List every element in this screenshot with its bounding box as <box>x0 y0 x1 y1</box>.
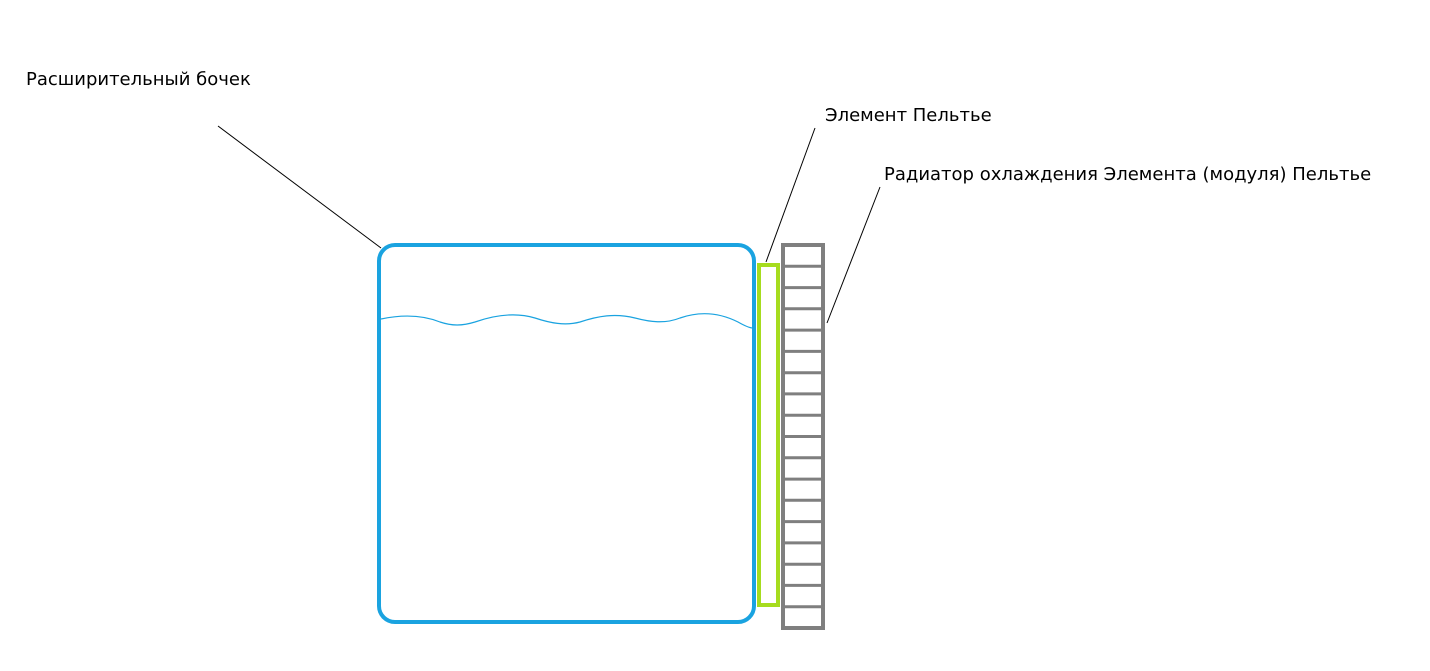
peltier-element-label: Элемент Пельтье <box>825 105 992 126</box>
water-surface-line <box>380 313 754 329</box>
peltier-leader-line <box>765 127 816 263</box>
expansion-tank-label: Расширительный бочек <box>26 69 251 90</box>
radiator <box>781 243 825 630</box>
radiator-leader-line <box>826 186 881 324</box>
radiator-label: Радиатор охлаждения Элемента (модуля) Пе… <box>884 164 1372 185</box>
expansion-tank <box>377 243 756 624</box>
peltier-element <box>757 263 780 607</box>
tank-leader-line <box>217 125 382 249</box>
